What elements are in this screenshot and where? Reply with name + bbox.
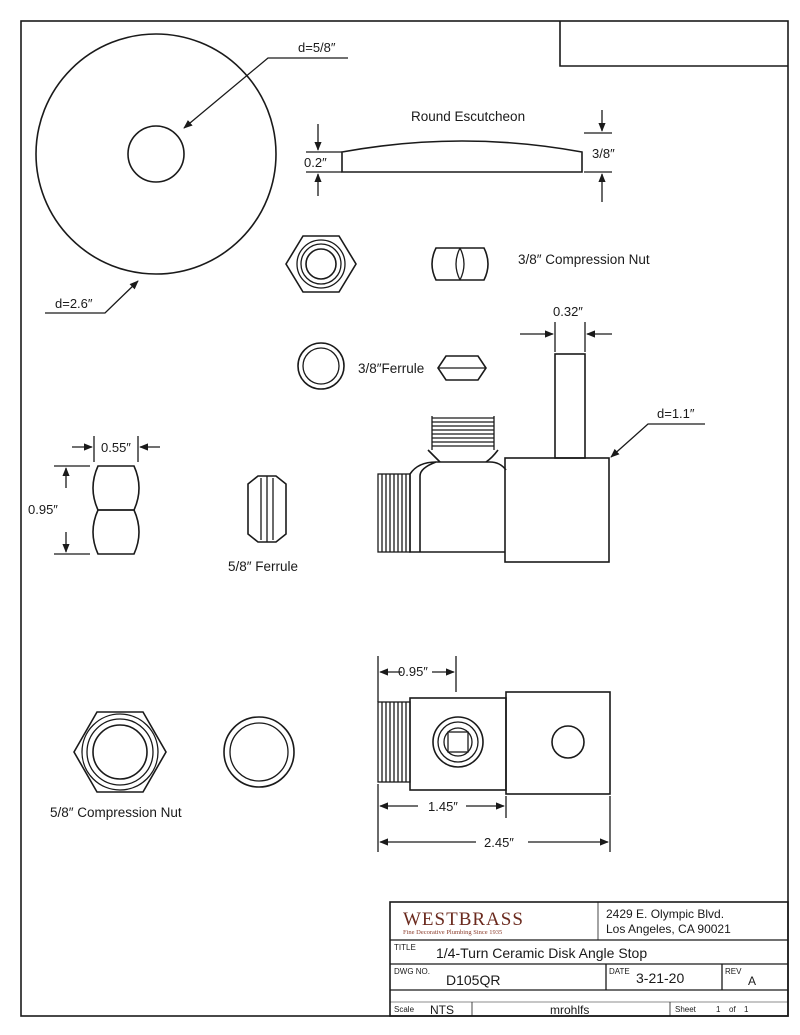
title-field-label: TITLE: [394, 943, 416, 952]
stem-width-label: 0.32″: [553, 304, 583, 319]
outlet-neck: [427, 449, 499, 463]
escutcheon-hole-circle: [127, 125, 185, 183]
address-line-1: 2429 E. Olympic Blvd.: [606, 907, 724, 921]
nut-58-bore: [92, 724, 148, 780]
inlet-length-label: 0.95″: [398, 664, 428, 679]
ferrule-58-side: [247, 475, 287, 543]
rev-field-label: REV: [725, 967, 742, 976]
revision: A: [748, 974, 756, 988]
address-line-2: Los Angeles, CA 90021: [606, 922, 731, 936]
outlet-threads: [432, 417, 494, 447]
scale-field-label: Scale: [394, 1005, 415, 1014]
hole-leader: [183, 57, 348, 129]
escutcheon-outer-circle: [35, 33, 277, 275]
top-inlet-threads: [381, 702, 407, 782]
nut-38-bore: [305, 248, 337, 280]
outer-diameter-label: d=2.6″: [55, 296, 93, 311]
top-outlet-square: [447, 731, 469, 753]
brand-tagline: Fine Decorative Plumbing Since 1935: [403, 929, 502, 936]
sheet-number: 1: [716, 1005, 721, 1014]
title-block-frame: [389, 901, 789, 1017]
valve-body-cylinder: [504, 457, 610, 563]
inlet-threads: [381, 474, 407, 552]
drawing-border: [20, 20, 789, 1017]
drawn-by: mrohlfs: [550, 1003, 589, 1017]
compression-nut-58-label: 5/8″ Compression Nut: [50, 805, 182, 820]
sheet-field-label: Sheet: [675, 1005, 697, 1014]
date-field-label: DATE: [609, 967, 630, 976]
escutcheon-profile: [341, 140, 583, 173]
nut-38-ring: [296, 239, 346, 289]
sheet-of: of: [729, 1005, 736, 1014]
nut-height-label: 0.95″: [28, 502, 58, 517]
dwg-field-label: DWG NO.: [394, 967, 430, 976]
nut-38-hex: [285, 235, 357, 293]
top-outlet-ring-inner: [437, 721, 479, 763]
escutcheon-height-label: 3/8″: [592, 146, 615, 161]
ferrule-58-ring-inner: [229, 722, 289, 782]
top-body-tube: [409, 697, 507, 791]
drawing-number: D105QR: [446, 972, 500, 988]
top-outlet-bore: [443, 727, 473, 757]
drawing-title: 1/4-Turn Ceramic Disk Angle Stop: [436, 945, 647, 961]
nut-58-ring-inner: [86, 718, 154, 786]
nut-58-side-top: [92, 465, 140, 511]
body-diameter-label: d=1.1″: [657, 406, 695, 421]
ferrule-58-ring: [223, 716, 295, 788]
nut-38-side: [431, 247, 489, 281]
nut-58-hex: [73, 711, 167, 793]
nut-38-side-facet: [455, 247, 465, 281]
compression-nut-38-label: 3/8″ Compression Nut: [518, 252, 650, 267]
ferrule-58-label: 5/8″ Ferrule: [228, 559, 298, 574]
round-escutcheon-label: Round Escutcheon: [411, 109, 525, 124]
ferrule-38-label: 3/8″Ferrule: [358, 361, 424, 376]
valve-stem: [554, 353, 586, 459]
valve-body-tube: [409, 461, 507, 553]
top-outlet-ring: [432, 716, 484, 768]
nut-38-ring-inner: [300, 243, 342, 285]
ferrule-38-ring: [297, 342, 345, 390]
outlet-threads-outline: [431, 416, 495, 450]
brand-logo: WESTBRASS: [403, 909, 524, 930]
nut-58-side-bottom: [92, 509, 140, 555]
escutcheon-thickness-label: 0.2″: [304, 155, 327, 170]
ferrule-38-ring-inner: [302, 347, 340, 385]
corner-box: [559, 21, 788, 67]
nut-width-label: 0.55″: [101, 440, 131, 455]
sheet-total: 1: [744, 1005, 749, 1014]
to-body-label: 1.45″: [428, 799, 458, 814]
overall-length-label: 2.45″: [484, 835, 514, 850]
top-stem-circle: [551, 725, 585, 759]
top-body-cylinder: [505, 691, 611, 795]
nut-58-ring: [81, 713, 159, 791]
scale-value: NTS: [430, 1003, 454, 1017]
hole-diameter-label: d=5/8″: [298, 40, 336, 55]
drawing-date: 3-21-20: [636, 970, 684, 986]
outer-diameter-leader: [45, 280, 139, 314]
body-diameter-leader: [610, 423, 705, 458]
